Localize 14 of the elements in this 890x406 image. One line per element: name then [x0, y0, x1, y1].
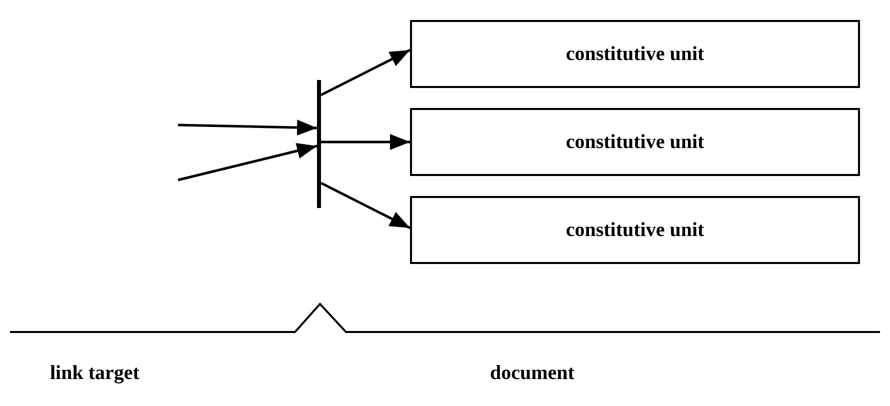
- caption-label: link target: [50, 362, 140, 385]
- arrow: [321, 134, 410, 150]
- unit-box: [410, 20, 860, 88]
- link-target-bar: [317, 80, 321, 208]
- unit-label: constitutive unit: [566, 130, 704, 154]
- arrow: [178, 142, 318, 182]
- arrow: [178, 120, 318, 136]
- unit-label: constitutive unit: [566, 218, 704, 242]
- arrow: [320, 182, 411, 230]
- unit-box: [410, 108, 860, 176]
- unit-label: constitutive unit: [566, 42, 704, 66]
- caption-label: document: [490, 362, 574, 385]
- unit-box: [410, 196, 860, 264]
- arrow: [320, 48, 411, 96]
